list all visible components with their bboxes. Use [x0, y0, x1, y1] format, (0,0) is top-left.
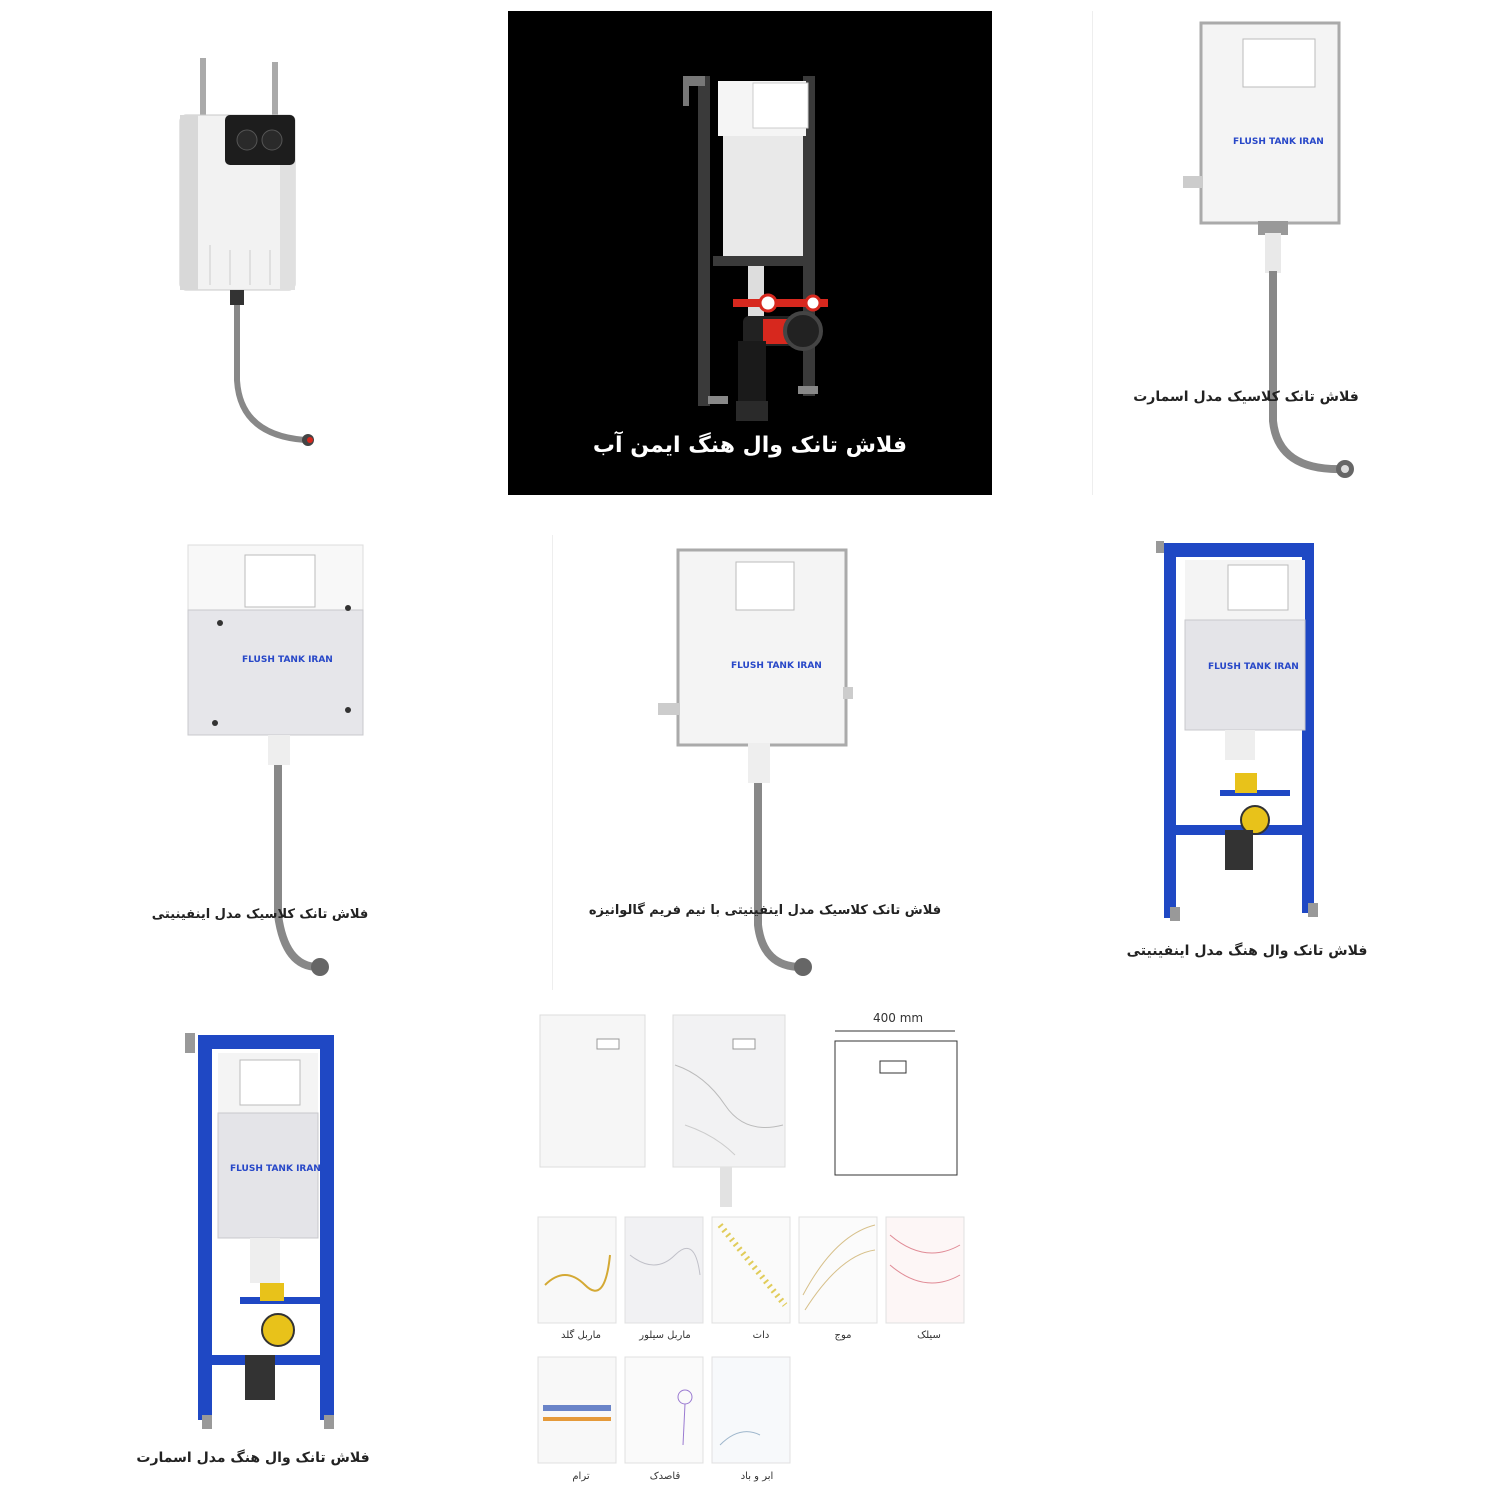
tile-caption: فلاش تانک وال هنگ ایمن آب: [592, 433, 908, 458]
finish-label: ترام: [572, 1471, 590, 1482]
wallhang-frame-illustration: [1156, 541, 1318, 921]
product-tile-classic-infinity-galvanized: FLUSH TANK IRAN فلاش تانک کلاسیک مدل این…: [552, 535, 993, 990]
tank-illustration: [1183, 21, 1354, 478]
finish-label: ابر و باد: [740, 1471, 774, 1482]
finish-label: موج: [834, 1330, 852, 1341]
product-tile-black-button-tank: [150, 50, 340, 460]
tile-caption: فلاش تانک وال هنگ مدل اینفینیتی: [1126, 943, 1368, 959]
tile-caption: فلاش تانک کلاسیک مدل اسمارت: [1133, 389, 1359, 405]
finish-label: دات: [752, 1330, 770, 1341]
brand-logo: FLUSH TANK IRAN: [230, 1164, 321, 1174]
brand-logo: FLUSH TANK IRAN: [731, 661, 822, 671]
wallhang-frame-illustration: [683, 76, 828, 421]
dimension-label: 400 mm: [873, 1011, 924, 1025]
tile-caption: فلاش تانک کلاسیک مدل اینفینیتی با نیم فر…: [588, 903, 942, 918]
brand-logo: FLUSH TANK IRAN: [242, 655, 333, 665]
tank-illustration: [658, 548, 853, 976]
product-tile-wallhang-smart: FLUSH TANK IRAN فلاش تانک وال هنگ مدل اس…: [80, 1025, 410, 1475]
tile-caption: فلاش تانک وال هنگ مدل اسمارت: [136, 1450, 370, 1466]
tile-caption: فلاش تانک کلاسیک مدل اینفینیتی: [151, 907, 369, 922]
product-tile-classic-infinity: FLUSH TANK IRAN فلاش تانک کلاسیک مدل این…: [100, 535, 430, 990]
tank-illustration: [187, 544, 364, 976]
product-tile-wallhang-infinity: FLUSH TANK IRAN فلاش تانک وال هنگ مدل ای…: [1080, 535, 1415, 975]
wallhang-frame-illustration: [185, 1033, 334, 1429]
product-tile-wallhang-imen-ab: فلاش تانک وال هنگ ایمن آب: [508, 11, 992, 495]
cover-panels-illustration: [537, 1014, 965, 1464]
finish-label: ماربل گلد: [560, 1330, 602, 1341]
brand-logo: FLUSH TANK IRAN: [1233, 137, 1324, 147]
finish-label: قاصدک: [649, 1471, 681, 1482]
product-tile-classic-smart: FLUSH TANK IRAN فلاش تانک کلاسیک مدل اسم…: [1092, 11, 1403, 495]
finish-label: ماربل سیلور: [639, 1330, 691, 1341]
cover-panels-tile: 400 mm ماربل گلد ماربل سیلور دات موج سیل…: [525, 1005, 975, 1495]
tank-illustration: [179, 58, 314, 446]
finish-label: سیلک: [917, 1330, 941, 1341]
brand-logo: FLUSH TANK IRAN: [1208, 662, 1299, 672]
